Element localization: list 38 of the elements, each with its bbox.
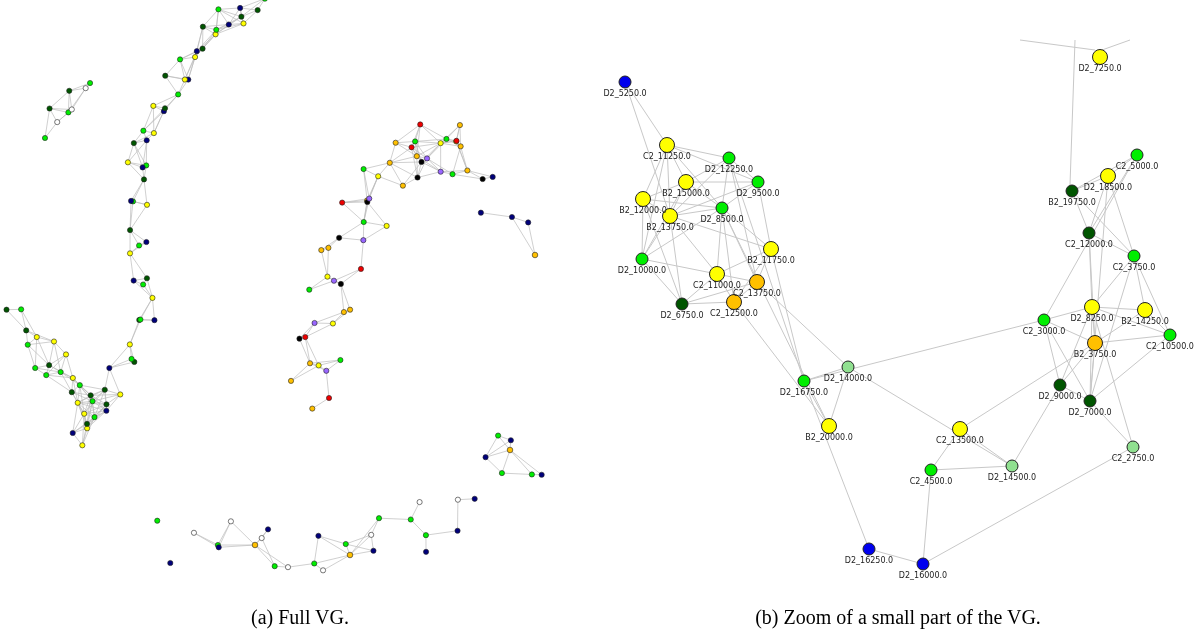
node-label: D2_14500.0 (987, 473, 1037, 482)
node-label: B2_20000.0 (805, 433, 853, 442)
node-label: D2_16000.0 (898, 571, 948, 580)
node-label: B2_11750.0 (747, 256, 795, 265)
node-label: C2_10500.0 (1146, 342, 1194, 351)
node-label: D2_16250.0 (844, 556, 894, 565)
node-label: C2_13750.0 (733, 289, 781, 298)
node-label: D2_7250.0 (1078, 64, 1122, 73)
node-label: C2_11250.0 (643, 152, 691, 161)
node-label: C2_3000.0 (1022, 327, 1066, 336)
node-label: C2_13500.0 (936, 436, 984, 445)
node-label: D2_5250.0 (603, 89, 647, 98)
node-label: C2_12000.0 (1065, 240, 1113, 249)
node-label: C2_5000.0 (1115, 162, 1159, 171)
node-label: D2_10000.0 (617, 266, 667, 275)
node-label: B2_14250.0 (1121, 317, 1169, 326)
node-label: B2_13750.0 (646, 223, 694, 232)
node-label: C2_4500.0 (909, 477, 953, 486)
figure-caption: (a) Full VG. (251, 606, 349, 629)
node-label: D2_12250.0 (704, 165, 754, 174)
node-label: D2_9500.0 (736, 189, 780, 198)
node-label: B2_3750.0 (1073, 350, 1117, 359)
node-label: C2_3750.0 (1112, 263, 1156, 272)
node-label: C2_11000.0 (693, 281, 741, 290)
node-label: B2_15000.0 (662, 189, 710, 198)
node-label: D2_9000.0 (1038, 392, 1082, 401)
node-label: D2_8500.0 (700, 215, 744, 224)
node-label: B2_12000.0 (619, 206, 667, 215)
node-label: D2_14000.0 (823, 374, 873, 383)
node-label: C2_12500.0 (710, 309, 758, 318)
node-label: D2_6750.0 (660, 311, 704, 320)
node-label: B2_19750.0 (1048, 198, 1096, 207)
figure-caption: (b) Zoom of a small part of the VG. (755, 606, 1041, 629)
node-label: D2_8250.0 (1070, 314, 1114, 323)
node-label: D2_16750.0 (779, 388, 829, 397)
node-label: D2_7000.0 (1068, 408, 1112, 417)
node-label: D2_18500.0 (1083, 183, 1133, 192)
node-label: C2_2750.0 (1111, 454, 1155, 463)
